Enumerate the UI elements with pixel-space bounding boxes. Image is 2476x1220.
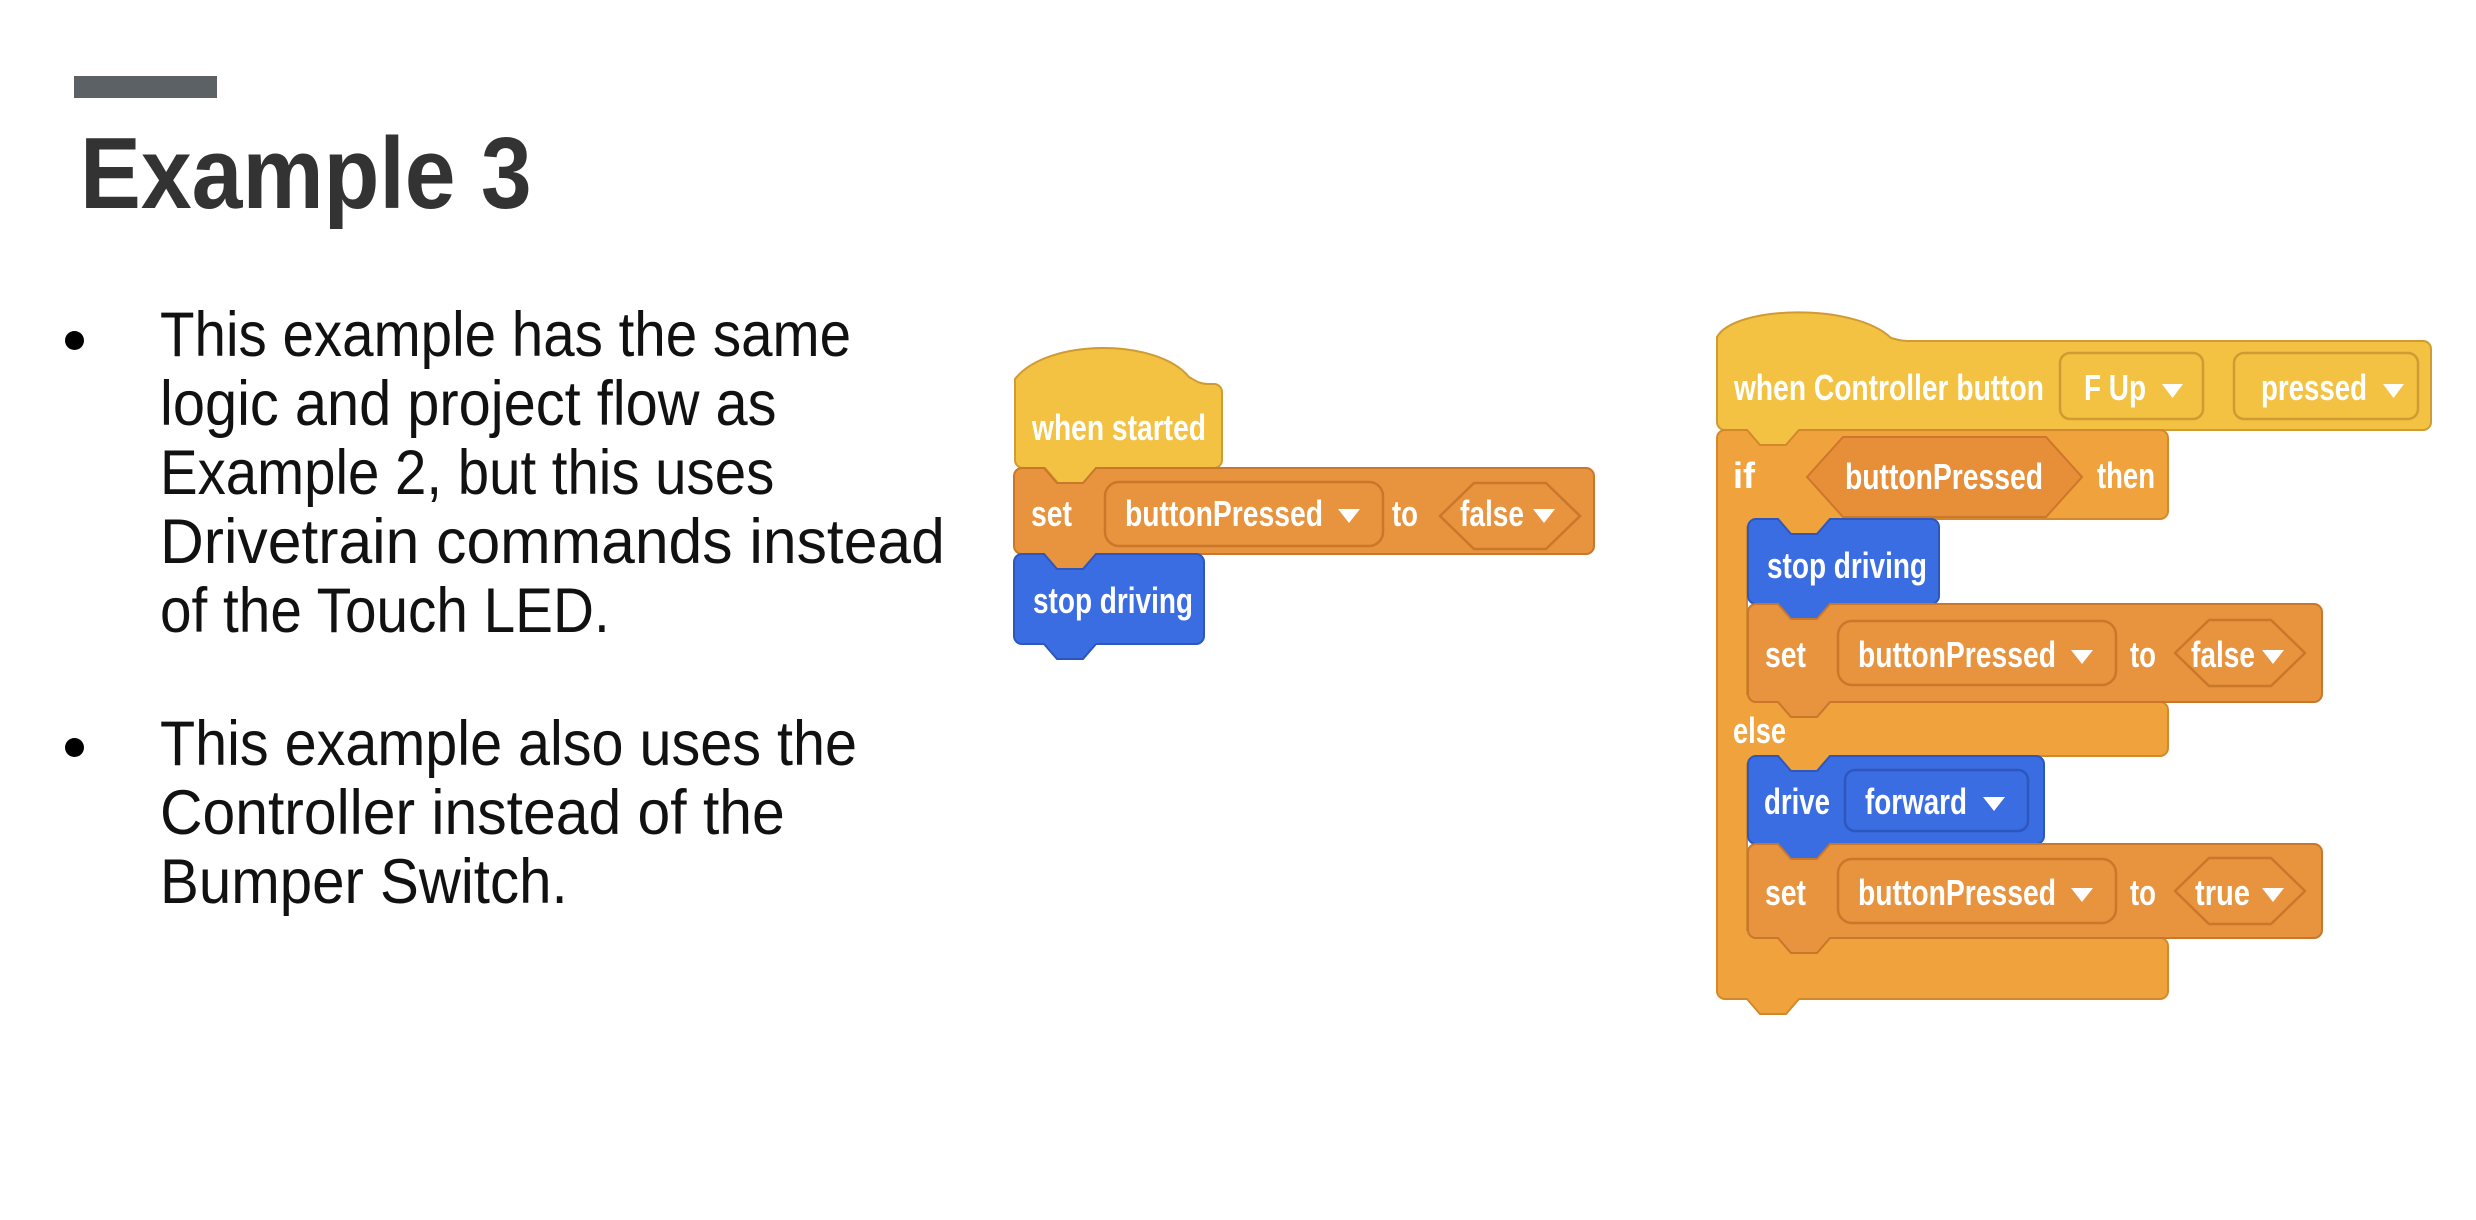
svg-text:else: else <box>1733 710 1786 751</box>
svg-text:if: if <box>1733 455 1756 496</box>
svg-text:buttonPressed: buttonPressed <box>1125 493 1323 534</box>
svg-text:buttonPressed: buttonPressed <box>1858 634 2056 675</box>
svg-text:forward: forward <box>1865 781 1967 822</box>
svg-text:stop driving: stop driving <box>1033 580 1193 621</box>
svg-text:to: to <box>2130 634 2156 675</box>
svg-text:then: then <box>2097 455 2155 496</box>
svg-text:stop driving: stop driving <box>1767 545 1927 586</box>
svg-text:to: to <box>2130 872 2156 913</box>
svg-text:set: set <box>1765 872 1806 913</box>
svg-text:when started: when started <box>1031 407 1206 448</box>
svg-text:false: false <box>1460 493 1524 534</box>
svg-text:to: to <box>1392 493 1418 534</box>
svg-text:pressed: pressed <box>2261 367 2367 408</box>
svg-text:false: false <box>2191 634 2255 675</box>
svg-text:true: true <box>2195 872 2250 913</box>
svg-text:when Controller button: when Controller button <box>1733 367 2044 408</box>
svg-text:F Up: F Up <box>2084 367 2146 408</box>
svg-text:set: set <box>1031 493 1072 534</box>
svg-text:buttonPressed: buttonPressed <box>1845 456 2043 497</box>
svg-text:set: set <box>1765 634 1806 675</box>
svg-text:drive: drive <box>1764 781 1830 822</box>
svg-text:buttonPressed: buttonPressed <box>1858 872 2056 913</box>
